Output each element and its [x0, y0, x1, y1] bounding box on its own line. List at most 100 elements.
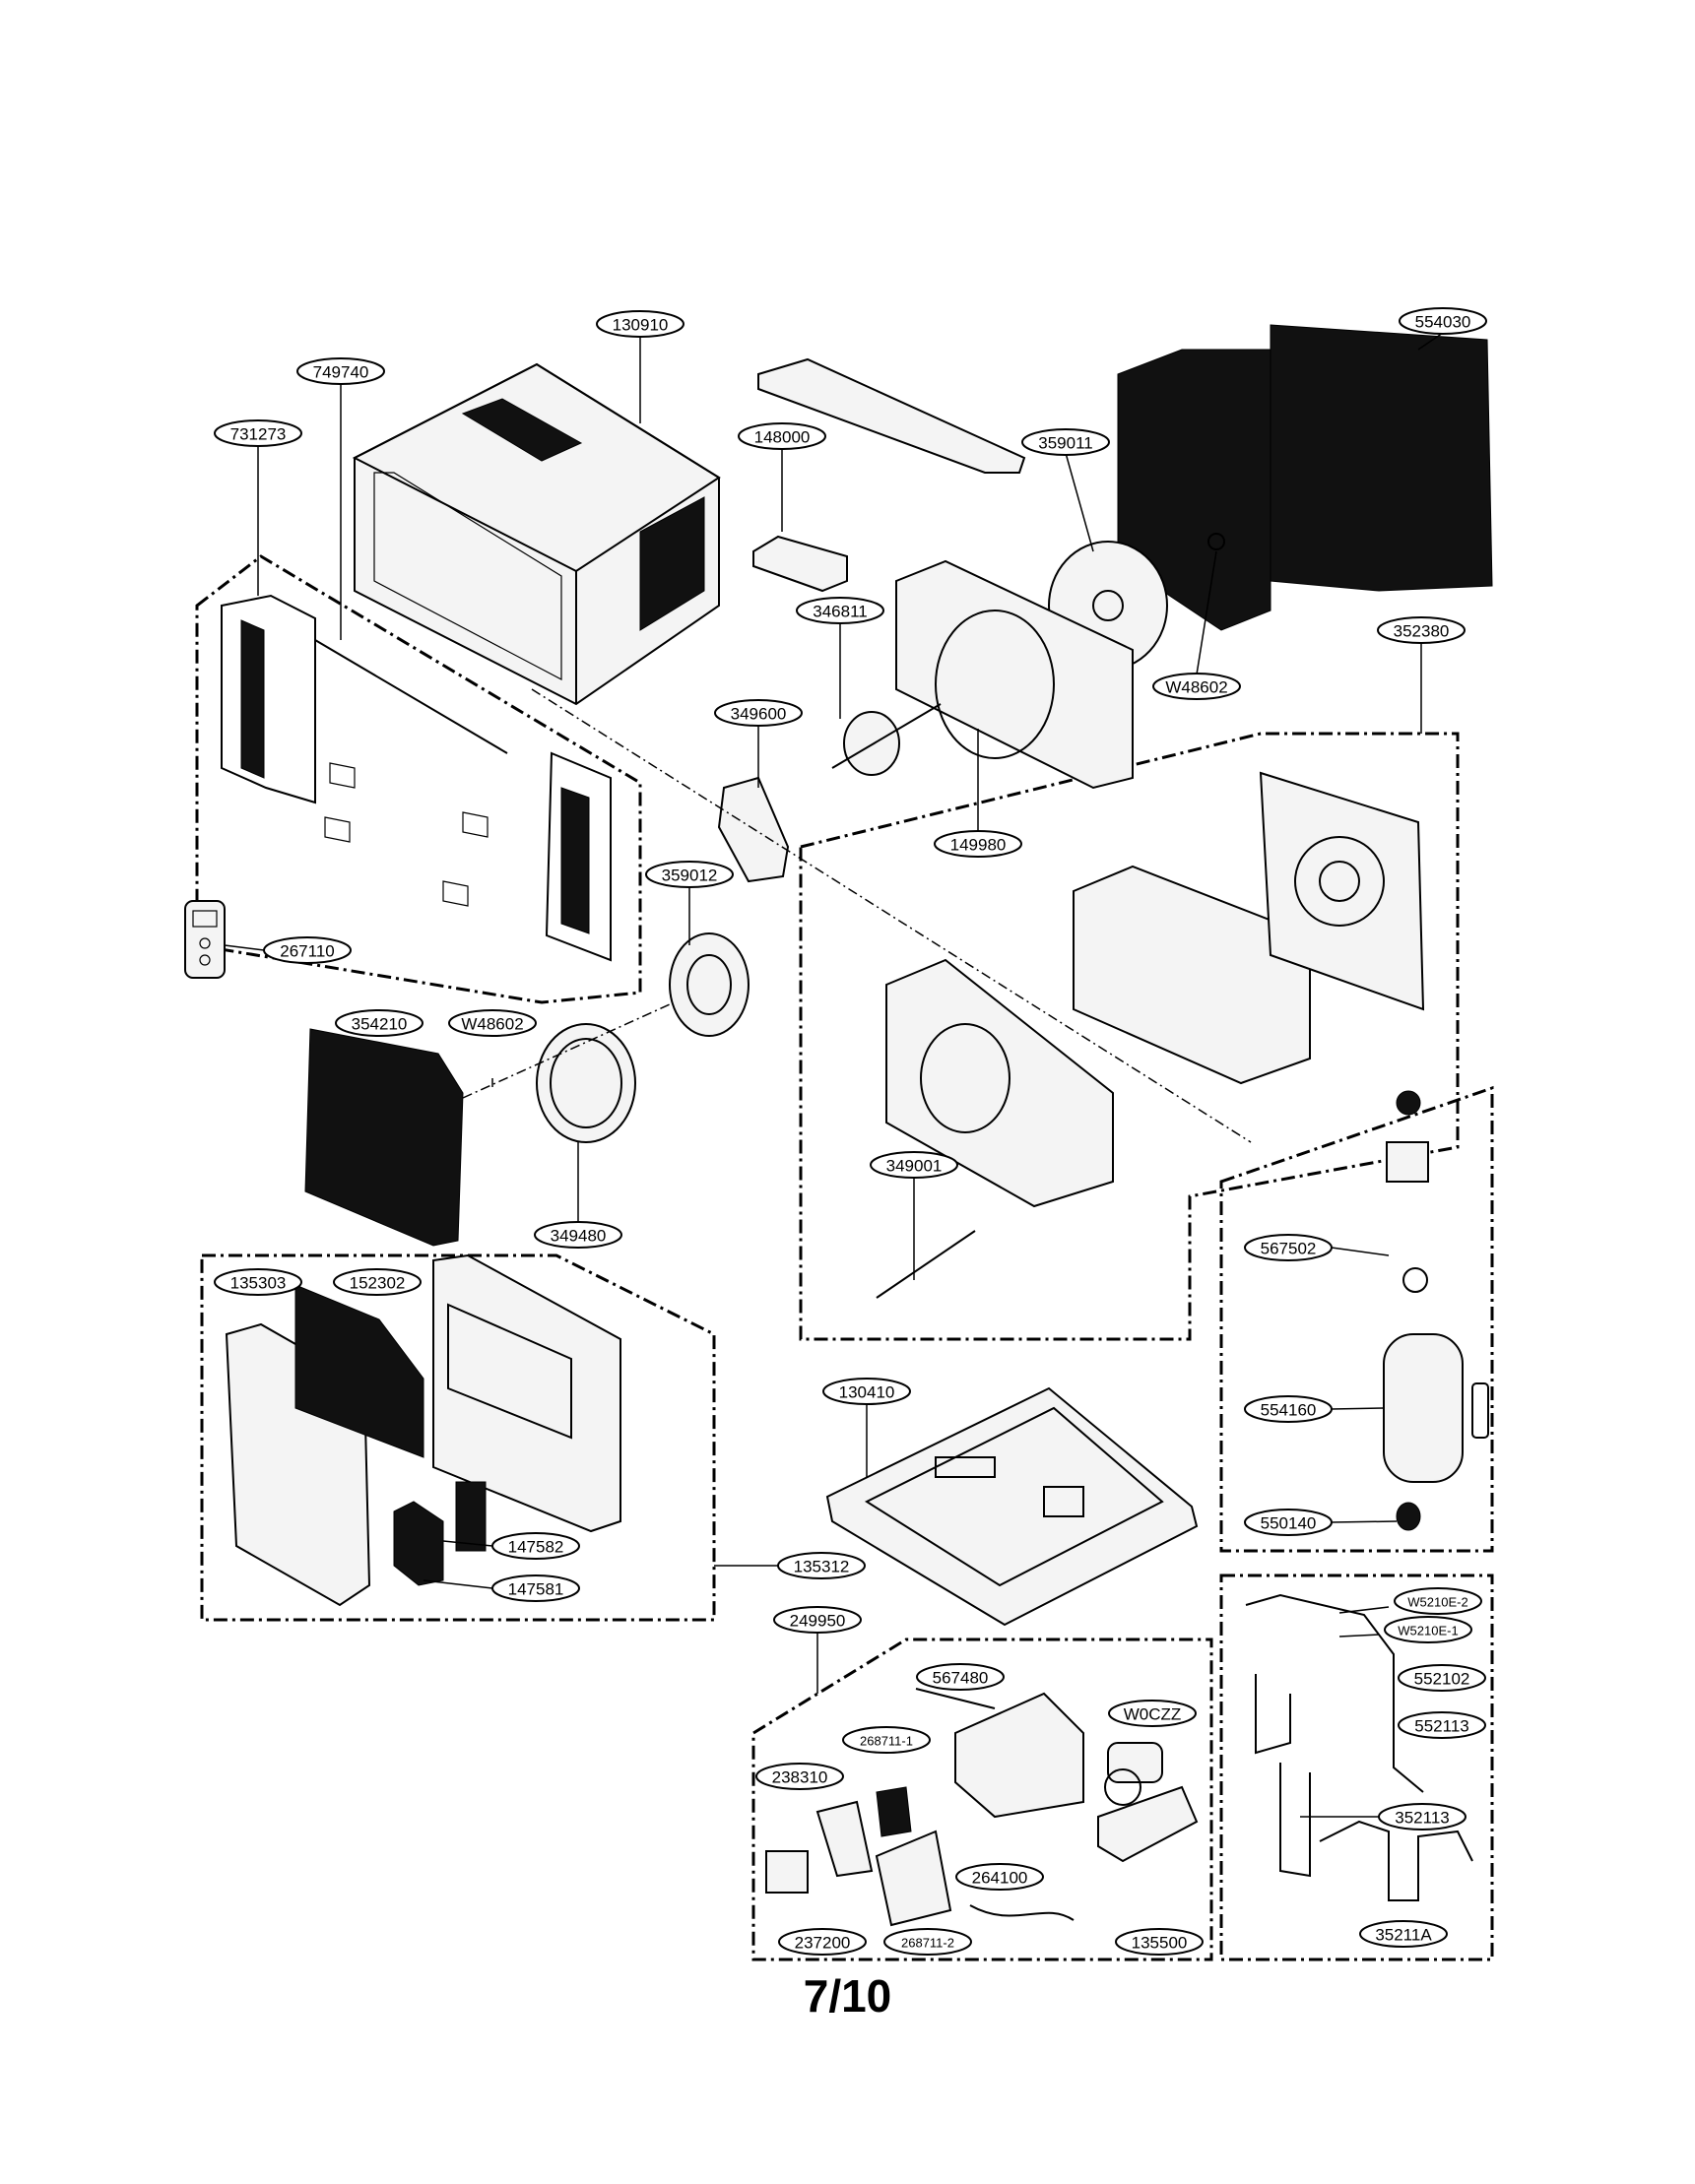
part-label-731273-text: 731273: [230, 425, 287, 444]
part-label-552113-text: 552113: [1414, 1717, 1468, 1736]
part-label-W5210E-2-text: W5210E-2: [1407, 1595, 1467, 1610]
compressor-part: [1383, 1090, 1489, 1531]
part-label-352380-text: 352380: [1394, 622, 1450, 641]
part-label-268711-2: 268711-2: [883, 1928, 972, 1956]
part-label-149980-text: 149980: [950, 836, 1007, 855]
fan-motor-part: [831, 703, 942, 776]
part-label-149980: 149980: [934, 830, 1022, 858]
part-label-130410-text: 130410: [839, 1383, 895, 1402]
base-pan-part: [825, 1386, 1199, 1627]
part-label-567480: 567480: [916, 1663, 1005, 1691]
part-label-550140: 550140: [1244, 1509, 1333, 1536]
part-label-359011: 359011: [1021, 428, 1110, 456]
part-label-W48602-top-text: W48602: [1165, 678, 1227, 697]
part-label-359012: 359012: [645, 861, 734, 888]
part-label-267110-text: 267110: [280, 942, 334, 961]
part-label-552102-text: 552102: [1414, 1670, 1470, 1689]
part-label-135303: 135303: [214, 1268, 302, 1296]
part-label-135312-text: 135312: [794, 1558, 850, 1576]
part-label-249950-text: 249950: [790, 1612, 846, 1631]
part-label-W48602-mid-text: W48602: [461, 1015, 523, 1034]
evaporator-coil-part: [304, 1028, 464, 1247]
part-label-264100-text: 264100: [972, 1869, 1028, 1888]
part-label-352113-text: 352113: [1395, 1809, 1449, 1828]
part-label-352113: 352113: [1378, 1803, 1467, 1831]
part-label-135303-text: 135303: [230, 1274, 287, 1293]
air-duct-part: [752, 357, 1026, 593]
blower-wheel-part: [669, 932, 750, 1037]
part-label-554030: 554030: [1399, 307, 1487, 335]
part-label-135500-text: 135500: [1132, 1934, 1188, 1953]
part-label-749740: 749740: [296, 357, 385, 385]
part-label-W0CZZ-text: W0CZZ: [1124, 1705, 1182, 1724]
part-label-152302: 152302: [333, 1268, 422, 1296]
part-label-267110: 267110: [263, 936, 352, 964]
pcb-part: [765, 1786, 1075, 1927]
part-label-249950: 249950: [773, 1606, 862, 1634]
part-label-550140-text: 550140: [1261, 1514, 1317, 1533]
part-label-148000: 148000: [738, 422, 826, 450]
part-label-346811-text: 346811: [813, 603, 867, 621]
part-label-567480-text: 567480: [933, 1669, 989, 1688]
part-label-554030-text: 554030: [1415, 313, 1471, 332]
piping-group-outline: [1219, 1574, 1494, 1961]
part-label-W48602-mid: W48602: [448, 1009, 537, 1037]
part-label-147581: 147581: [491, 1574, 580, 1602]
air-guide-group-outline: [799, 732, 1460, 1341]
part-label-148000-text: 148000: [754, 428, 811, 447]
part-label-349480-text: 349480: [551, 1227, 607, 1246]
cabinet-part: [352, 362, 721, 706]
part-label-152302-text: 152302: [350, 1274, 406, 1293]
remote-control-part: [184, 900, 226, 979]
part-label-237200: 237200: [778, 1928, 867, 1956]
part-label-135312: 135312: [777, 1552, 866, 1579]
part-label-554160-text: 554160: [1261, 1401, 1317, 1420]
front-grille-group-outline: [200, 1253, 716, 1622]
part-label-W5210E-2: W5210E-2: [1394, 1587, 1482, 1615]
condenser-coil-part: [1117, 324, 1493, 631]
part-label-268711-1: 268711-1: [842, 1726, 931, 1754]
part-label-552113: 552113: [1398, 1711, 1486, 1739]
control-box-part: [915, 1688, 1084, 1819]
part-label-264100: 264100: [955, 1863, 1044, 1891]
shroud-part: [895, 559, 1134, 790]
part-label-147582-text: 147582: [508, 1538, 564, 1557]
part-label-238310: 238310: [755, 1763, 844, 1790]
part-label-552102: 552102: [1398, 1664, 1486, 1692]
control-box-group-outline: [751, 1638, 1213, 1961]
part-label-567502: 567502: [1244, 1234, 1333, 1261]
part-label-W0CZZ: W0CZZ: [1108, 1700, 1197, 1727]
part-label-731273: 731273: [214, 419, 302, 447]
part-label-349001-text: 349001: [886, 1157, 943, 1176]
part-label-349600-text: 349600: [731, 705, 787, 724]
part-label-268711-2-text: 268711-2: [901, 1936, 954, 1951]
part-label-359011-text: 359011: [1038, 434, 1092, 453]
page-number: 7/10: [803, 1970, 892, 2022]
part-label-130910: 130910: [596, 310, 685, 338]
part-label-35211A-text: 35211A: [1375, 1926, 1432, 1945]
part-label-130410: 130410: [822, 1378, 911, 1405]
part-label-349480: 349480: [534, 1221, 622, 1249]
part-label-352380: 352380: [1377, 616, 1466, 644]
part-label-346811: 346811: [796, 597, 884, 624]
part-label-268711-1-text: 268711-1: [860, 1734, 913, 1749]
part-label-238310-text: 238310: [772, 1768, 828, 1787]
front-frame-part: [221, 594, 612, 962]
front-grille-part: [225, 1253, 621, 1607]
orifice-ring-part: [536, 1023, 636, 1143]
part-label-35211A: 35211A: [1359, 1920, 1448, 1948]
part-label-147582: 147582: [491, 1532, 580, 1560]
capacitor-part: [1097, 1742, 1199, 1863]
compressor-group-outline: [1219, 1085, 1494, 1553]
part-label-130910-text: 130910: [613, 316, 669, 335]
part-label-354210: 354210: [335, 1009, 424, 1037]
part-label-567502-text: 567502: [1261, 1240, 1317, 1258]
part-label-354210-text: 354210: [352, 1015, 408, 1034]
part-label-237200-text: 237200: [795, 1934, 851, 1953]
part-label-147581-text: 147581: [508, 1580, 564, 1599]
part-label-349001: 349001: [870, 1151, 958, 1179]
part-label-349600: 349600: [714, 699, 803, 727]
part-label-359012-text: 359012: [662, 867, 718, 885]
part-label-W48602-top: W48602: [1152, 673, 1241, 700]
part-label-554160: 554160: [1244, 1395, 1333, 1423]
